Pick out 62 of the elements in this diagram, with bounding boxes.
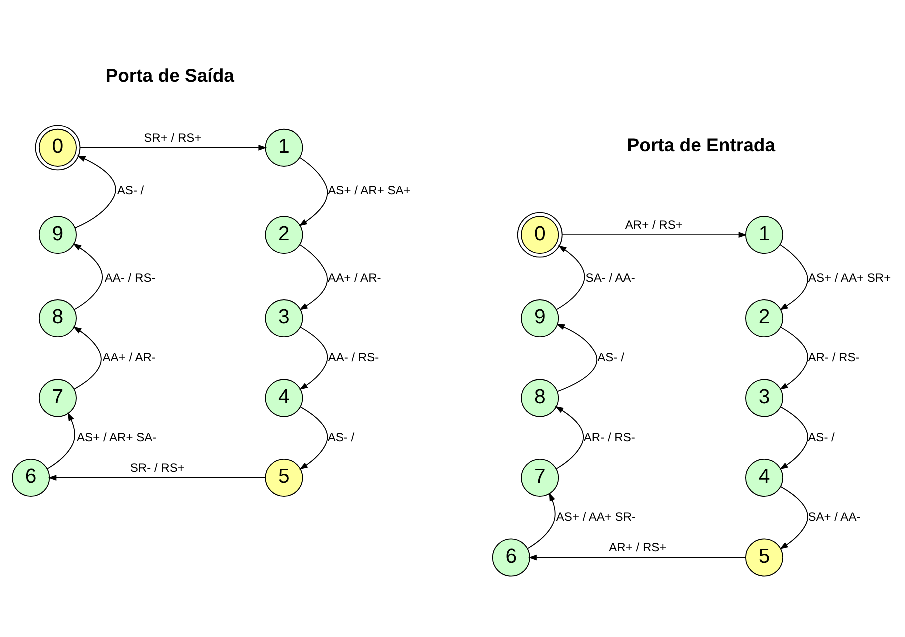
edge-label: AR- / RS- [584, 430, 636, 444]
arrow [780, 326, 808, 390]
arrow [47, 412, 76, 469]
arrow [556, 245, 586, 310]
node-circle: 0 [35, 124, 81, 170]
edge-label: SA- / AA- [586, 270, 636, 284]
edge-label: AR+ / RS+ [625, 217, 683, 232]
edge-label: AS+ / AA+ SR+ [808, 270, 892, 284]
node-circle: 1 [265, 128, 304, 166]
node-circle: 4 [265, 378, 304, 417]
node-circle: 2 [265, 216, 304, 254]
node-circle: 9 [38, 216, 77, 254]
node-circle: 0 [517, 212, 563, 258]
edge-label: AA+ / AR- [328, 270, 382, 284]
edge-label: AS+ / AA+ SR- [556, 510, 636, 524]
arrow [556, 324, 598, 392]
edge-label: AR- / RS- [808, 350, 860, 364]
edge-label: SA+ / AA- [808, 510, 861, 524]
node-circle: 3 [265, 299, 304, 338]
edge-label: AS- / [328, 430, 355, 444]
edge-label: AS- / [598, 350, 624, 364]
arrow [73, 243, 103, 310]
node-circle: 3 [745, 378, 784, 417]
node-circle: 4 [745, 458, 784, 497]
edge-label: AS- / [808, 430, 835, 444]
node-circle: 1 [745, 216, 784, 254]
arrow [562, 232, 748, 238]
node-circle: 5 [745, 538, 784, 576]
node-circle: 9 [521, 299, 560, 338]
edge-label: AR+ / RS+ [609, 540, 667, 554]
edge-label: AS+ / AR+ SA+ [328, 183, 411, 198]
edge-label: SR- / RS+ [130, 460, 185, 474]
edge-label: AS- / [117, 183, 144, 198]
arrow [300, 326, 328, 390]
arrow [780, 406, 808, 470]
node-circle: 8 [38, 299, 77, 338]
arrow [555, 406, 584, 469]
edge-label: AS+ / AR+ SA- [77, 430, 157, 444]
arrow [80, 144, 268, 150]
arrow [780, 486, 808, 550]
node-circle: 6 [12, 458, 50, 497]
arrow [74, 155, 116, 228]
node-circle: 2 [745, 299, 784, 338]
edge-label: AA- / RS- [328, 350, 380, 364]
arrow [300, 244, 328, 310]
arrow [73, 326, 102, 390]
arrow [527, 492, 556, 549]
arrow [299, 156, 328, 226]
arrow [48, 474, 266, 480]
node-circle: 5 [265, 458, 304, 497]
edge-label: AA+ / AR- [102, 350, 156, 364]
label: Porta de Saída [106, 64, 234, 86]
edge-label: AA- / RS- [104, 270, 156, 284]
node-circle: 7 [38, 378, 77, 417]
arrow [780, 244, 808, 310]
node-circle: 8 [521, 378, 560, 417]
node-circle: 7 [521, 458, 560, 497]
node-circle: 6 [492, 538, 530, 576]
label: Porta de Entrada [627, 134, 776, 156]
edge-label: SR+ / RS+ [144, 130, 202, 144]
arrow [528, 554, 746, 560]
arrow [300, 406, 328, 470]
